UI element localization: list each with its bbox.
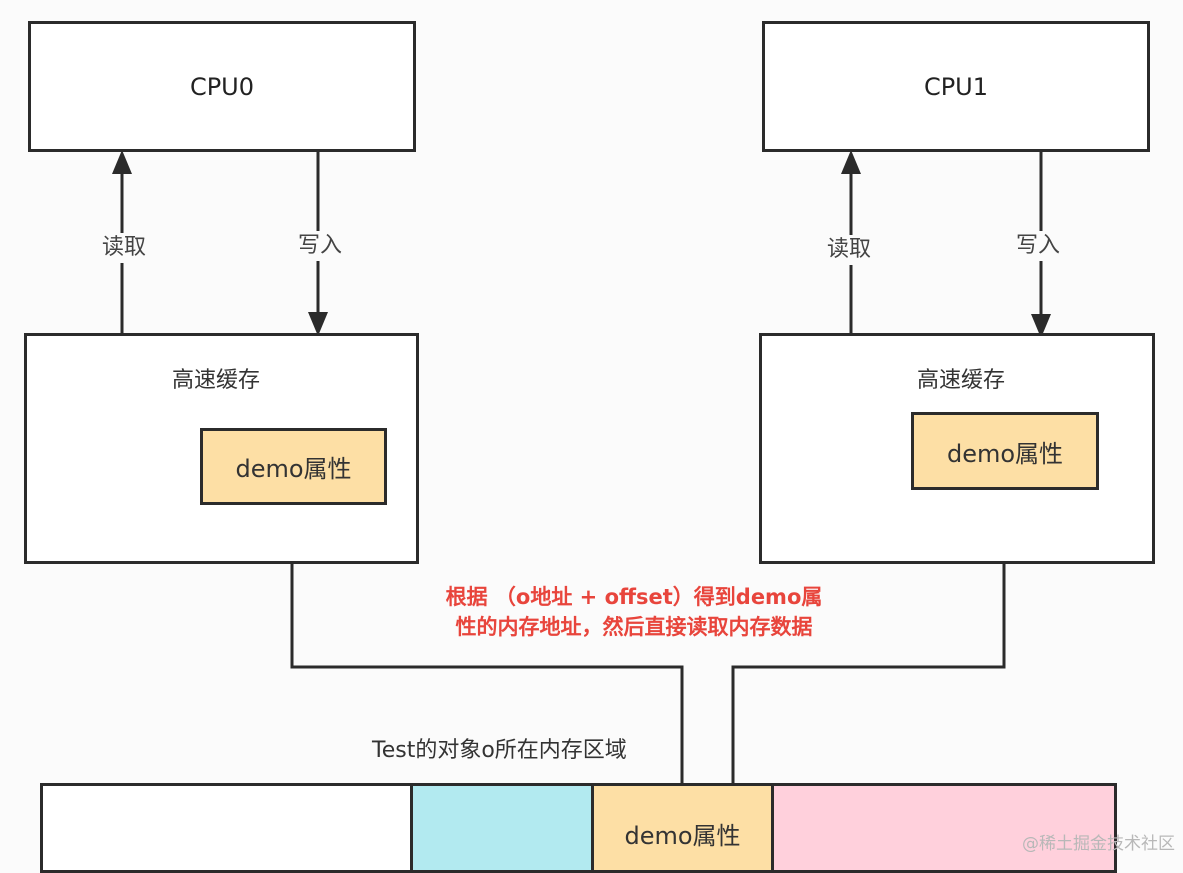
cpu0-write-label: 写入	[296, 231, 345, 261]
cache1-demo-attr: demo属性	[911, 412, 1099, 490]
memory-region-label: Test的对象o所在内存区域	[372, 738, 627, 763]
cpu1-label: CPU1	[923, 72, 989, 101]
annotation-line-2: 性的内存地址，然后直接读取内存数据	[455, 615, 813, 639]
cache0-demo-attr: demo属性	[200, 428, 387, 505]
cpu1-read-arrowhead	[841, 150, 861, 174]
watermark: @稀土掘金技术社区	[1022, 834, 1175, 854]
memory-cell-white	[40, 783, 413, 873]
cpu1-read-label: 读取	[825, 235, 874, 265]
memory-cell-pink	[771, 783, 1117, 873]
cache0-title: 高速缓存	[172, 368, 261, 393]
cache0-box: 高速缓存 demo属性	[24, 333, 419, 564]
cpu0-write-arrowhead	[308, 312, 328, 336]
cache1-title: 高速缓存	[917, 368, 1006, 393]
annotation-text: 根据 （o地址 + offset）得到demo属 性的内存地址，然后直接读取内存…	[404, 582, 864, 642]
memory-demo-attr-label: demo属性	[624, 822, 741, 850]
annotation-line-1: 根据 （o地址 + offset）得到demo属	[445, 585, 823, 609]
cpu0-read-label: 读取	[100, 233, 149, 263]
memory-to-cache1-connector	[731, 510, 1006, 783]
cpu1-write-arrowhead	[1031, 314, 1051, 338]
memory-to-cache0-connector	[290, 524, 684, 783]
cpu0-read-arrowhead	[112, 150, 132, 174]
cpu0-box: CPU0	[28, 21, 416, 152]
cpu0-label: CPU0	[189, 72, 255, 101]
cpu1-box: CPU1	[762, 21, 1150, 152]
cache1-box: 高速缓存 demo属性	[759, 333, 1155, 564]
cpu1-write-label: 写入	[1014, 231, 1063, 261]
